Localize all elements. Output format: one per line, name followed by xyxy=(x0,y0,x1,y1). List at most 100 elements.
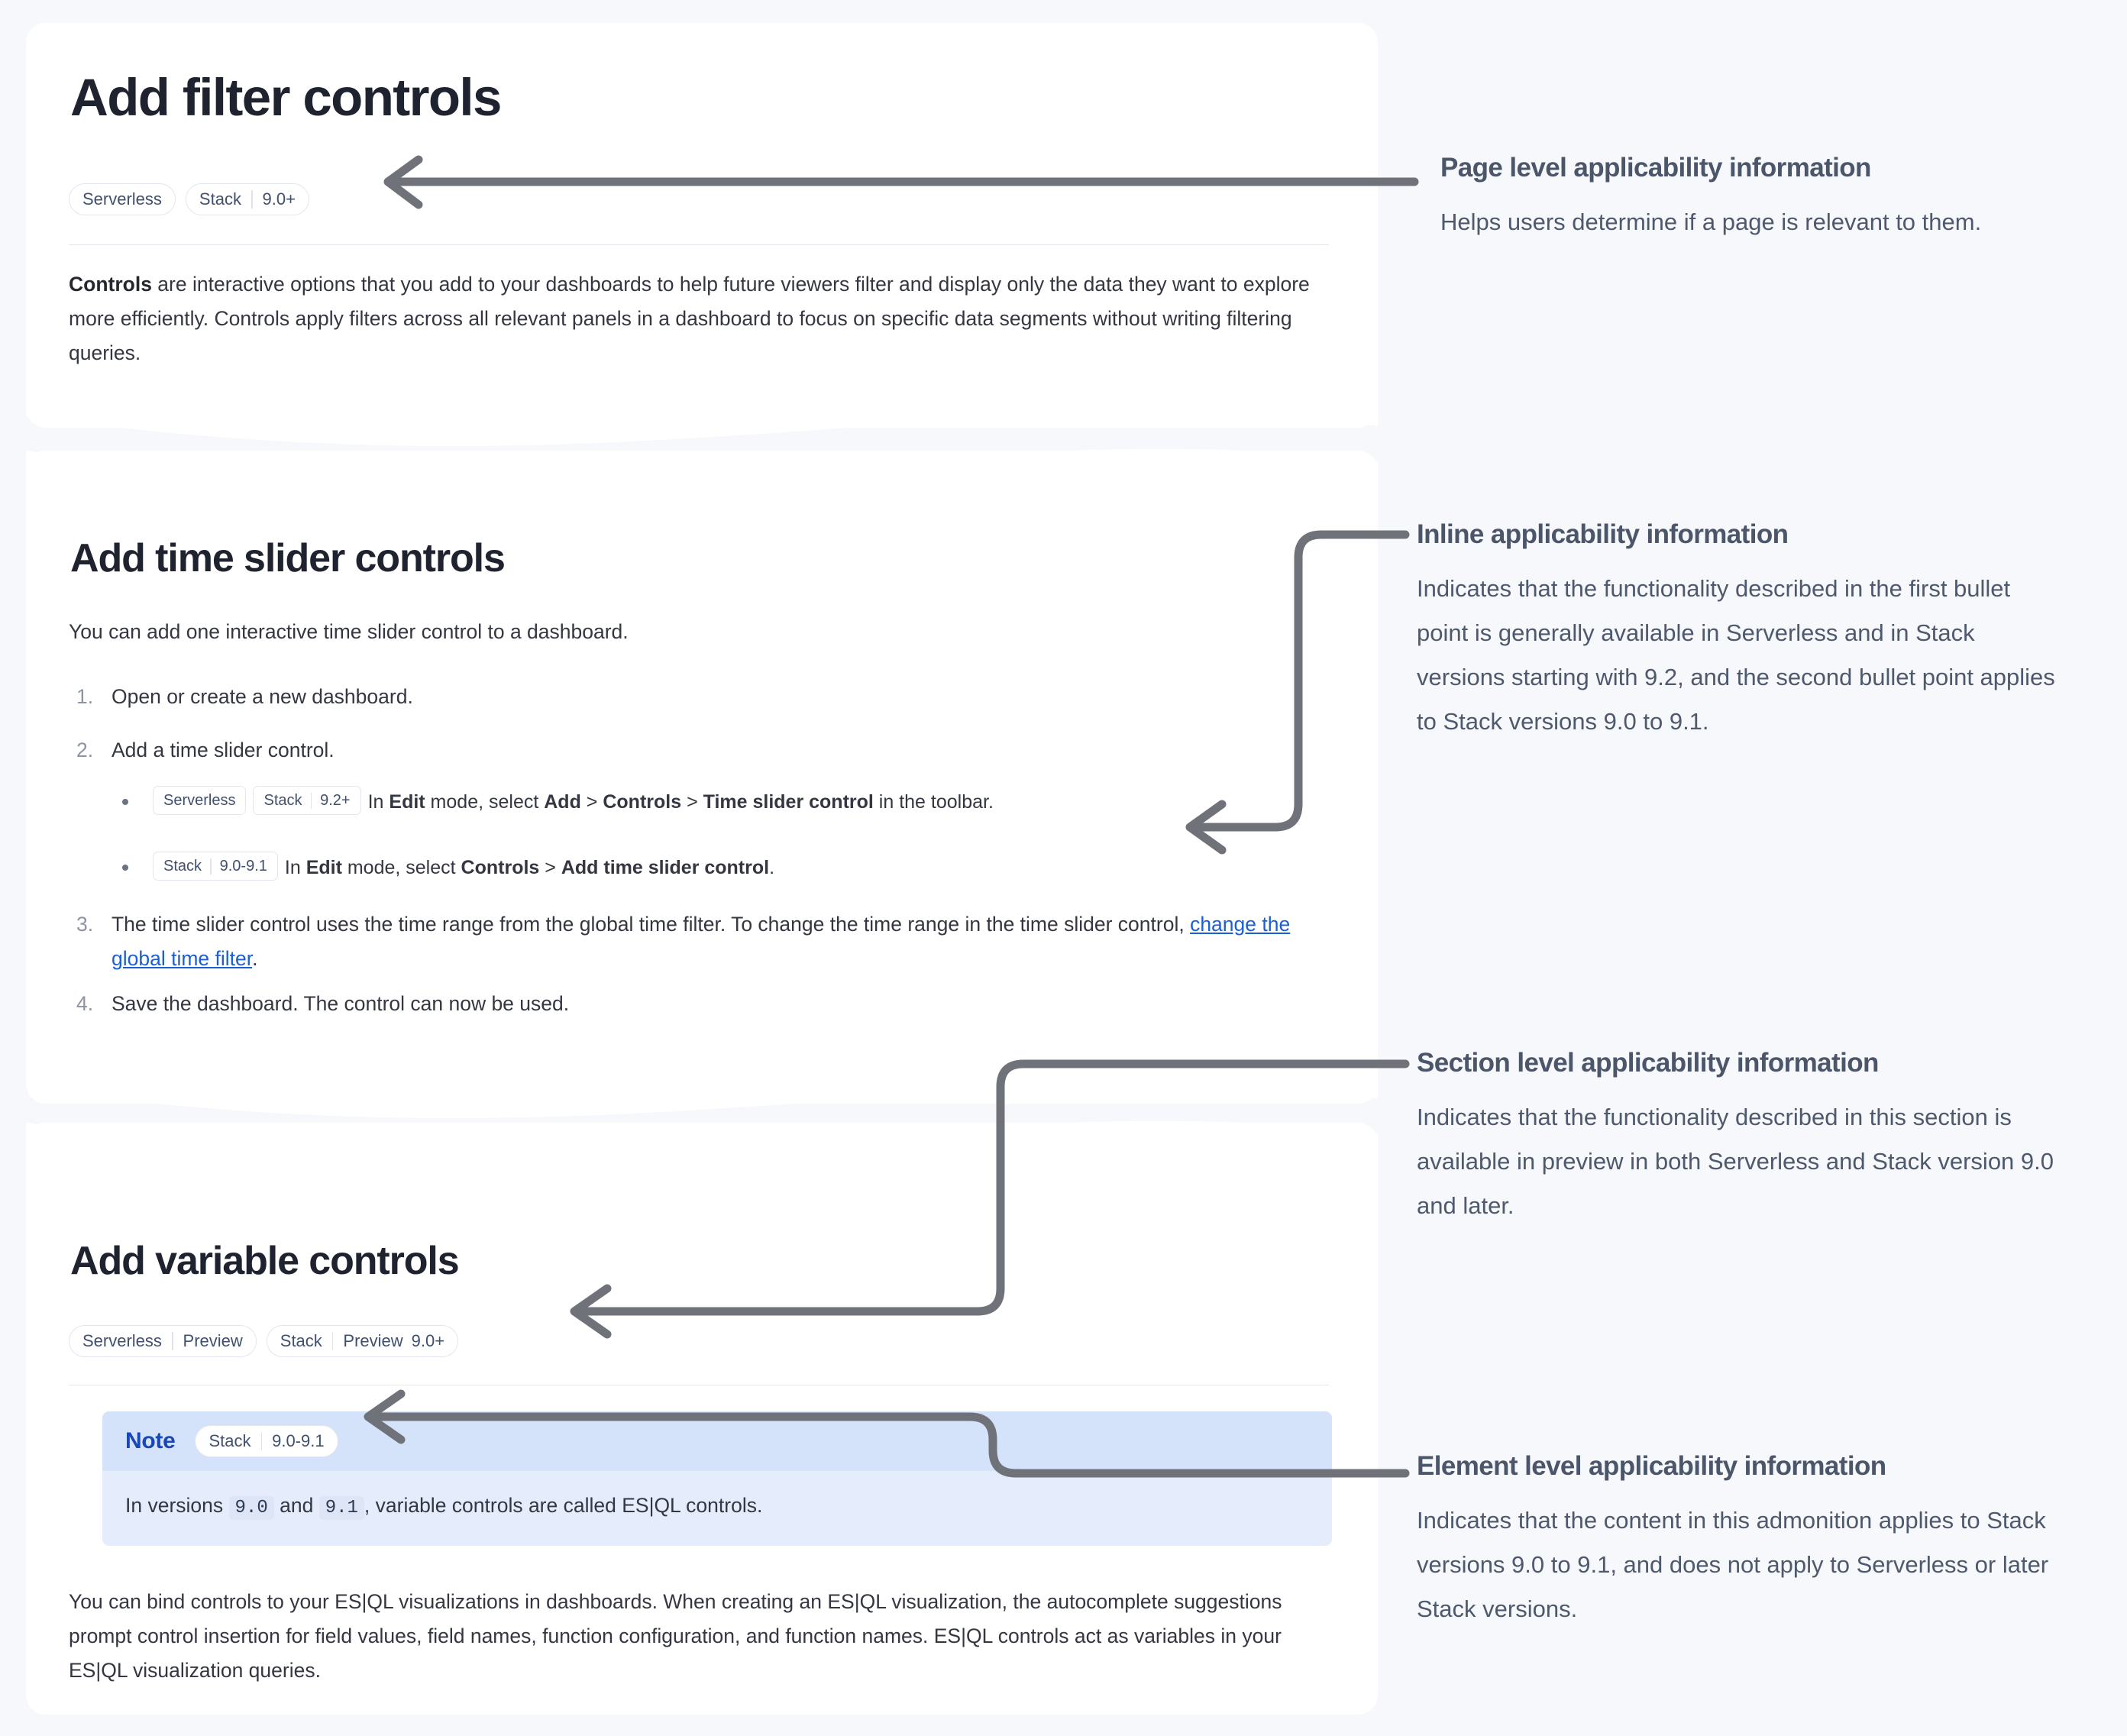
list-item-text: Save the dashboard. The control can now … xyxy=(112,992,570,1015)
list-item-number: 2. xyxy=(76,739,94,761)
page-applicability-badges: Serverless Stack 9.0+ xyxy=(69,183,319,215)
text-run-bold: Time slider control xyxy=(703,791,874,813)
page-title: Add filter controls xyxy=(70,68,502,127)
annotation-inline-level: Inline applicability information Indicat… xyxy=(1417,519,2062,744)
badge-stack-preview[interactable]: Stack Preview 9.0+ xyxy=(266,1325,459,1357)
section-applicability-badges: Serverless Preview Stack Preview 9.0+ xyxy=(69,1325,468,1357)
badge-product-label: Stack xyxy=(280,1331,322,1350)
list-item: 1. Open or create a new dashboard. xyxy=(76,680,1333,733)
badge-stack[interactable]: Stack 9.0+ xyxy=(185,183,309,215)
annotation-title: Element level applicability information xyxy=(1417,1451,1886,1481)
annotation-element-level: Element level applicability information … xyxy=(1417,1451,2062,1631)
badge-lifecycle-label: Preview xyxy=(183,1331,243,1350)
badge-product-label: Stack xyxy=(208,1431,251,1450)
text-run-bold: Controls xyxy=(603,791,682,813)
text-run: . xyxy=(769,857,775,878)
note-admonition: Note Stack 9.0-9.1 In versions 9.0 and 9… xyxy=(102,1411,1332,1546)
note-text-run: In versions xyxy=(125,1494,229,1517)
annotation-body: Indicates that the content in this admon… xyxy=(1417,1507,2049,1623)
annotation-page-level: Page level applicability information Hel… xyxy=(1440,153,2086,244)
variable-controls-paragraph: You can bind controls to your ES|QL visu… xyxy=(69,1590,1282,1682)
text-run: In xyxy=(284,857,306,878)
list-item: Serverless Stack 9.2+ In Edit mode, sele… xyxy=(122,785,1333,851)
annotation-title: Section level applicability information xyxy=(1417,1048,1879,1078)
list-item-number: 1. xyxy=(76,685,94,708)
note-title: Note xyxy=(125,1428,176,1453)
section-card-variable-controls: Add variable controls Serverless Preview… xyxy=(26,1123,1378,1715)
badge-divider xyxy=(331,1332,334,1350)
time-slider-lead-text: You can add one interactive time slider … xyxy=(69,620,629,643)
intro-paragraph: Controls are interactive options that yo… xyxy=(69,267,1320,370)
badge-version-label: 9.0+ xyxy=(411,1331,445,1350)
badge-product-label: Serverless xyxy=(82,1331,162,1350)
section-card-time-slider: Add time slider controls You can add one… xyxy=(26,451,1378,1104)
list-item: 2. Add a time slider control. xyxy=(76,733,1333,776)
bullet-text: In Edit mode, select Controls > Add time… xyxy=(285,857,774,878)
text-run-bold: Add xyxy=(544,791,581,813)
badge-divider xyxy=(171,1332,173,1350)
badge-product-label: Stack xyxy=(263,792,302,810)
badge-stack-inline[interactable]: Stack 9.2+ xyxy=(253,786,361,816)
note-text-run: and xyxy=(273,1494,319,1517)
text-run-bold: Edit xyxy=(305,857,342,878)
note-text-run: , variable controls are called ES|QL con… xyxy=(364,1494,763,1517)
text-run-bold: Controls xyxy=(461,857,540,878)
badge-divider xyxy=(210,858,212,874)
bullet-dot-icon xyxy=(122,799,128,805)
global-time-filter-link[interactable]: change the global time filter xyxy=(112,913,1291,970)
badge-product-label: Serverless xyxy=(82,189,162,209)
badge-divider xyxy=(260,1432,263,1450)
documentation-column: Add filter controls Serverless Stack 9.0… xyxy=(26,23,1378,1715)
inline-code-version-9-1: 9.1 xyxy=(318,1496,364,1520)
time-slider-sub-bullets: Serverless Stack 9.2+ In Edit mode, sele… xyxy=(122,776,1333,897)
title-divider xyxy=(69,244,1329,245)
badge-divider xyxy=(251,190,253,209)
badge-divider xyxy=(310,792,312,809)
list-item: 4. Save the dashboard. The control can n… xyxy=(76,987,1333,1030)
list-item-text: Open or create a new dashboard. xyxy=(112,685,413,708)
note-body: In versions 9.0 and 9.1, variable contro… xyxy=(102,1471,1332,1546)
text-run: in the toolbar. xyxy=(873,791,994,813)
annotation-title: Inline applicability information xyxy=(1417,519,1789,549)
badge-version-label: 9.0+ xyxy=(262,189,296,209)
badge-version-label: 9.0-9.1 xyxy=(272,1431,325,1450)
text-run: mode, select xyxy=(425,791,545,813)
section-heading-time-slider: Add time slider controls xyxy=(70,536,506,580)
list-item: 3. The time slider control uses the time… xyxy=(76,897,1333,987)
badge-product-label: Stack xyxy=(199,189,241,209)
inline-code-version-9-0: 9.0 xyxy=(228,1496,274,1520)
bullet-text: In Edit mode, select Add > Controls > Ti… xyxy=(368,791,994,813)
intro-paragraph-text: are interactive options that you add to … xyxy=(69,273,1310,364)
badge-serverless-preview[interactable]: Serverless Preview xyxy=(69,1325,257,1357)
annotation-title: Page level applicability information xyxy=(1440,153,1871,183)
badge-serverless-inline[interactable]: Serverless xyxy=(153,786,247,816)
list-item-number: 4. xyxy=(76,992,94,1015)
list-item-text: Add a time slider control. xyxy=(112,739,335,761)
badge-lifecycle-label: Preview xyxy=(343,1331,403,1350)
badge-version-label: 9.0-9.1 xyxy=(219,858,267,875)
annotation-body: Helps users determine if a page is relev… xyxy=(1440,209,1982,236)
list-item: Stack 9.0-9.1 In Edit mode, select Contr… xyxy=(122,851,1333,897)
text-run-bold: Add time slider control xyxy=(561,857,770,878)
badge-serverless[interactable]: Serverless xyxy=(69,183,176,215)
note-header: Note Stack 9.0-9.1 xyxy=(102,1411,1332,1471)
section-heading-variable-controls: Add variable controls xyxy=(70,1239,460,1283)
page-card-intro: Add filter controls Serverless Stack 9.0… xyxy=(26,23,1378,428)
text-run: > xyxy=(580,791,603,813)
list-item-text-tail: . xyxy=(252,947,258,970)
annotation-section-level: Section level applicability information … xyxy=(1417,1048,2062,1228)
text-run: mode, select xyxy=(341,857,461,878)
text-run: > xyxy=(681,791,703,813)
text-run: In xyxy=(367,791,390,813)
list-item-number: 3. xyxy=(76,913,94,936)
bullet-dot-icon xyxy=(122,865,128,871)
time-slider-steps: 1. Open or create a new dashboard. 2. Ad… xyxy=(76,680,1333,1030)
intro-lead-term: Controls xyxy=(69,273,152,296)
badge-stack-inline[interactable]: Stack 9.0-9.1 xyxy=(153,852,278,881)
badge-stack-note[interactable]: Stack 9.0-9.1 xyxy=(195,1425,338,1457)
annotation-body: Indicates that the functionality describ… xyxy=(1417,575,2055,735)
badge-product-label: Serverless xyxy=(163,792,236,810)
list-item-text: The time slider control uses the time ra… xyxy=(112,913,1191,936)
annotation-body: Indicates that the functionality describ… xyxy=(1417,1104,2054,1220)
